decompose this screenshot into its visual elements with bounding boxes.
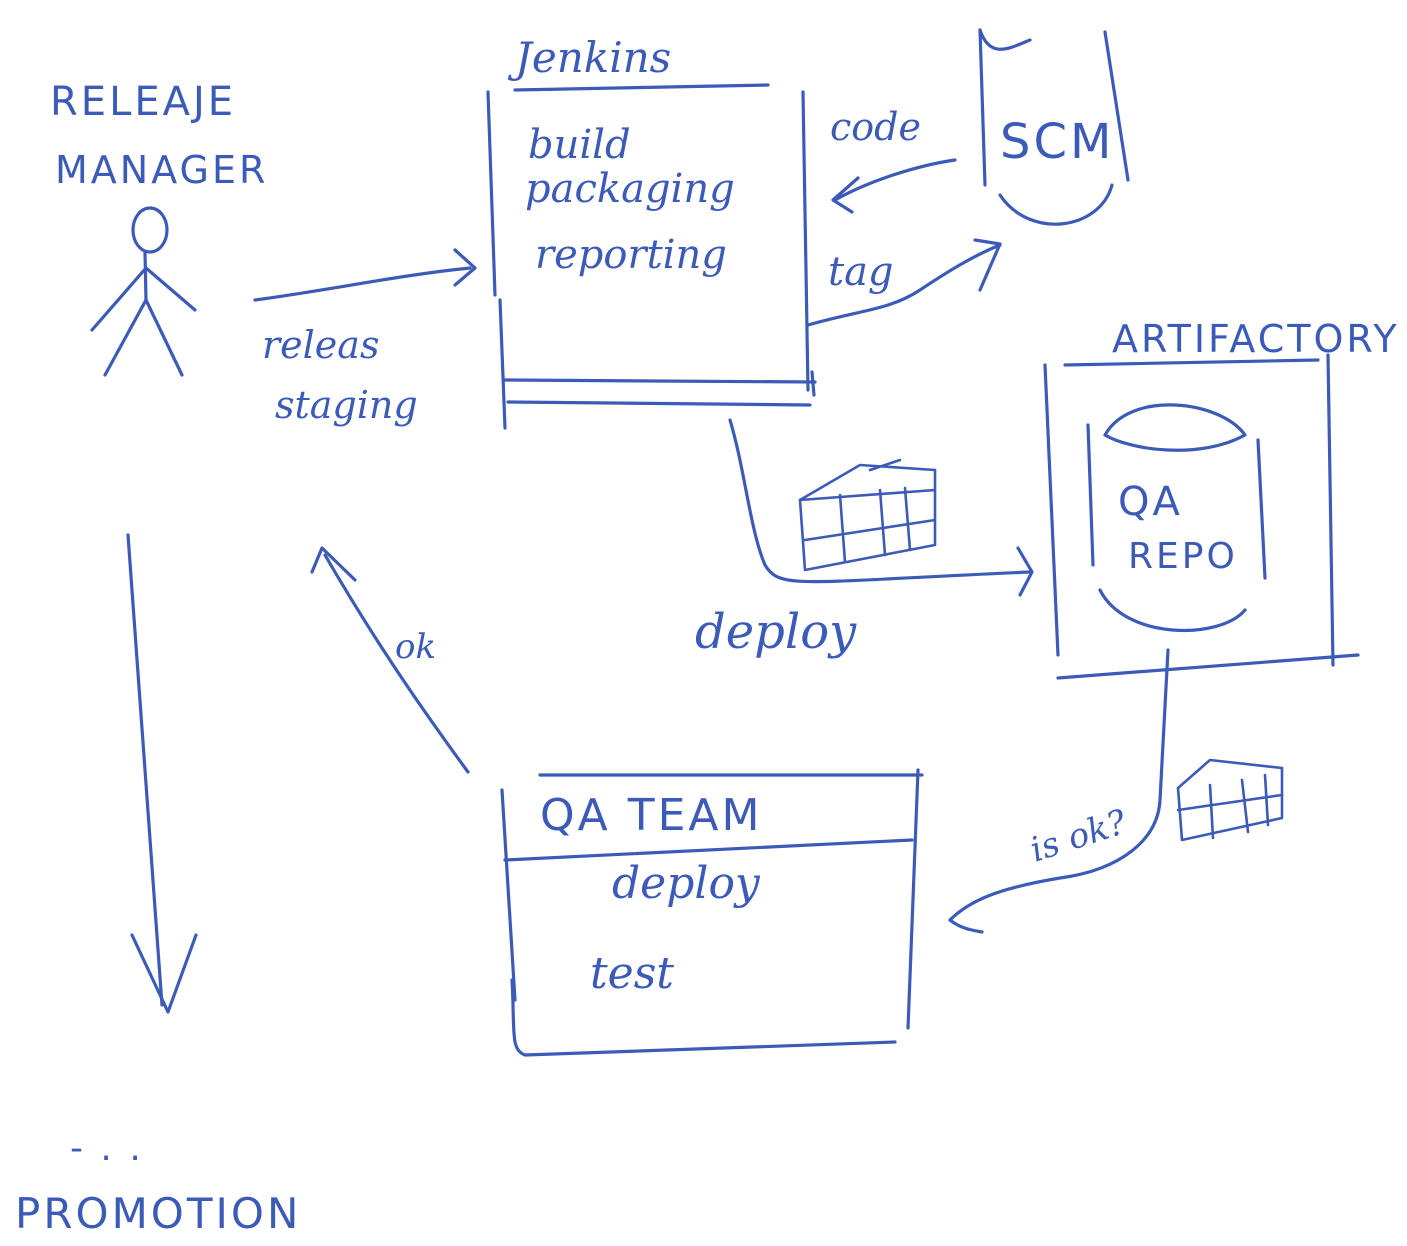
code-edge-label: code [830,105,921,149]
jenkins-title: Jenkins [507,33,671,82]
tag-edge-label: tag [828,249,894,295]
promotion-dots: - . . [70,1128,144,1169]
artifactory-box: ARTIFACTORY QA REPO [1043,317,1400,680]
stick-figure-icon [90,206,197,377]
is-ok-edge: is ok? [948,648,1284,934]
promotion-label: PROMOTION [15,1189,301,1238]
release-manager-actor: RELEAJE MANAGER [50,79,268,377]
release-edge-line2: staging [275,383,418,427]
actor-label-line2: MANAGER [55,148,268,192]
jenkins-line-reporting: reporting [535,232,727,278]
qa-team-box: QA TEAM deploy test [500,768,924,1057]
qa-repo-line2: REPO [1128,536,1238,577]
tag-edge: tag [806,238,1002,327]
qa-team-line-deploy: deploy [612,858,761,909]
release-edge-line1: releas [262,323,379,367]
code-edge: code [830,105,957,214]
qa-repo-cylinder: QA REPO [1086,403,1267,633]
artifactory-title: ARTIFACTORY [1112,317,1400,361]
jenkins-box: Jenkins build packaging reporting [486,33,817,430]
promotion-edge: - . . PROMOTION [15,533,301,1238]
ok-edge-label: ok [395,627,436,667]
deploy-edge-label: deploy [695,604,857,660]
package-cube-icon [798,458,937,572]
ok-edge: ok [310,546,470,774]
package-cube-small-icon [1176,758,1284,842]
scm-repository: SCM [978,28,1130,226]
qa-team-title: QA TEAM [540,790,762,841]
qa-team-line-test: test [590,948,674,999]
jenkins-line-build: build [528,122,631,168]
jenkins-line-packaging: packaging [525,166,735,212]
scm-label: SCM [1000,114,1114,170]
actor-label-line1: RELEAJE [50,79,236,125]
qa-repo-line1: QA [1118,479,1183,525]
release-staging-edge: releas staging [253,248,477,427]
deploy-edge: deploy [695,418,1034,660]
